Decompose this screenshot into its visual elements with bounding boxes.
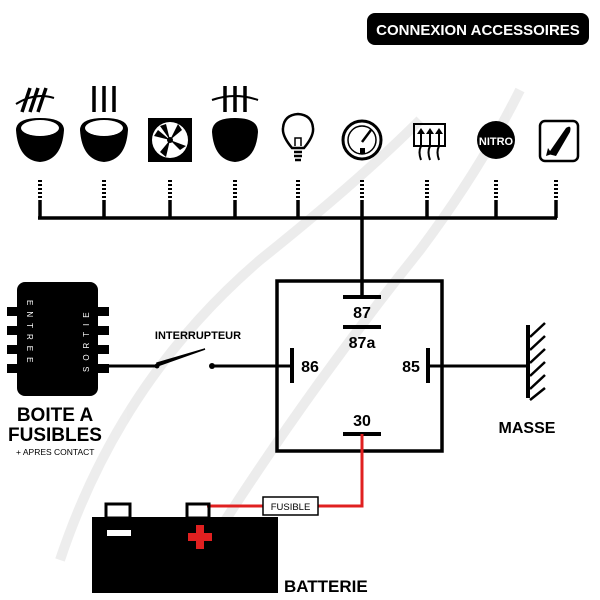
bus-drop-dash xyxy=(425,184,429,186)
bus-drop-dash xyxy=(168,196,172,198)
bus-drop-dash xyxy=(233,196,237,198)
bus-drop-dash xyxy=(296,184,300,186)
bus-drop-dash xyxy=(38,196,42,198)
bus-drop-dash xyxy=(554,180,558,182)
bus-drop-dash xyxy=(554,192,558,194)
bus-drop-dash xyxy=(425,188,429,190)
bus-drop-dash xyxy=(102,180,106,182)
bus-drop-dash xyxy=(168,188,172,190)
svg-text:NITRO: NITRO xyxy=(479,136,514,148)
bus-drop-dash xyxy=(296,180,300,182)
bus-drop-dash xyxy=(360,192,364,194)
bus-drop-dash xyxy=(38,184,42,186)
bus-drop-dash xyxy=(296,196,300,198)
bus-drop-dash xyxy=(102,188,106,190)
bus-drop-dash xyxy=(233,184,237,186)
light-bulb-icon xyxy=(281,112,315,162)
bus-drop-dash xyxy=(494,196,498,198)
title: CONNEXION ACCESSOIRES xyxy=(376,22,580,39)
rear-defrost-icon xyxy=(413,123,446,161)
switch-label: INTERRUPTEUR xyxy=(155,330,241,342)
fuse-box: ENTREE SORTIE xyxy=(7,282,109,396)
pin-30-label: 30 xyxy=(353,413,371,430)
watermark xyxy=(55,87,525,563)
fuse-box-title-line2: FUSIBLES xyxy=(8,425,102,446)
bus-drop-dash xyxy=(554,184,558,186)
battery-label: BATTERIE xyxy=(284,577,368,596)
bus-drop-dash xyxy=(425,196,429,198)
bus-drop-dash xyxy=(102,192,106,194)
bus-drop-dash xyxy=(494,192,498,194)
bus-drop-dash xyxy=(554,196,558,198)
bus-drop-dash xyxy=(102,184,106,186)
relay: 87 87a 86 85 30 xyxy=(275,279,444,453)
gauge-icon xyxy=(341,119,383,161)
bus-drop-dash xyxy=(425,180,429,182)
title-badge xyxy=(367,13,589,45)
bus-drop-dash xyxy=(38,188,42,190)
pin-85-label: 85 xyxy=(402,359,420,376)
fuse-label: FUSIBLE xyxy=(271,502,311,513)
bus-drop-dash xyxy=(233,192,237,194)
plus-icon xyxy=(188,525,212,549)
fuse-box-title-line1: BOITE A xyxy=(17,405,94,426)
switch-lever xyxy=(156,348,206,368)
bus-drop-dash xyxy=(296,188,300,190)
accessory-bus xyxy=(38,180,558,218)
fan-icon xyxy=(148,118,192,162)
ground-label: MASSE xyxy=(499,420,556,437)
pin-87a-label: 87a xyxy=(349,335,376,352)
bus-drop-dash xyxy=(360,196,364,198)
bus-drop-dash xyxy=(494,180,498,182)
low-beam-headlight-icon xyxy=(80,86,128,162)
bus-drop-dash xyxy=(425,192,429,194)
bus-drop-dash xyxy=(554,188,558,190)
minus-icon xyxy=(107,530,131,536)
bus-drop-dash xyxy=(102,196,106,198)
bus-drop-dash xyxy=(296,192,300,194)
bus-drop-dash xyxy=(168,180,172,182)
rocket-icon xyxy=(538,119,580,163)
fuse-box-entree-label: ENTREE xyxy=(25,300,34,368)
bus-drop-dash xyxy=(168,192,172,194)
bus-drop-dash xyxy=(233,188,237,190)
fuse-box-note: + APRES CONTACT xyxy=(16,447,94,457)
bus-drop-dash xyxy=(494,188,498,190)
fuse-box-sortie-label: SORTIE xyxy=(82,306,91,372)
pin-87-label: 87 xyxy=(353,305,371,322)
battery xyxy=(92,502,278,593)
fog-light-icon xyxy=(211,86,259,162)
high-beam-headlight-icon xyxy=(15,87,64,162)
bus-drop-dash xyxy=(360,184,364,186)
bus-drop-dash xyxy=(168,184,172,186)
bus-drop-dash xyxy=(360,188,364,190)
positive-wire xyxy=(318,434,364,508)
ground-symbol xyxy=(526,322,546,401)
nitro-icon: NITRO xyxy=(477,121,515,159)
fuse xyxy=(262,496,319,516)
bus-drop-dash xyxy=(233,180,237,182)
pin-86-label: 86 xyxy=(301,359,319,376)
bus-drop-dash xyxy=(360,180,364,182)
bus-drop-dash xyxy=(494,184,498,186)
bus-drop-dash xyxy=(38,180,42,182)
bus-drop-dash xyxy=(38,192,42,194)
